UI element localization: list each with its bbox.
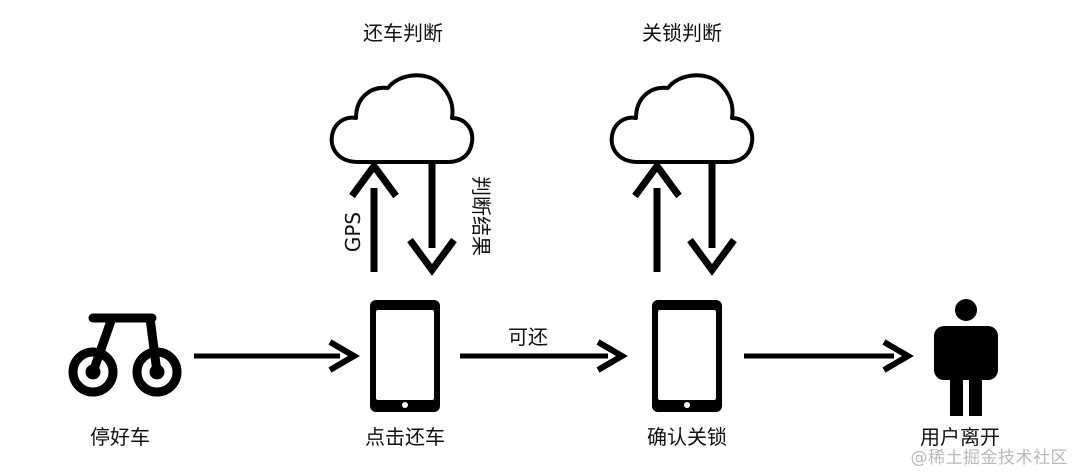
arrow-tap-to-confirm [460,339,628,373]
arrow-confirm-to-leave [744,339,914,373]
node-label-park: 停好车 [90,425,150,449]
arrow-park-to-tap [194,339,360,373]
watermark: @稀土掘金技术社区 [910,448,1068,468]
cloud-title-lock-check: 关锁判断 [642,21,722,45]
edge-label-can-return: 可还 [508,325,548,349]
edge-label-gps: GPS [341,212,365,252]
cloud-icon [609,73,755,164]
node-label-confirm-lock: 确认关锁 [647,425,727,449]
edge-label-judge-result: 判断结果 [469,176,493,256]
smartphone-icon [652,300,722,412]
node-label-leave: 用户离开 [920,425,1000,449]
lock-down-arrow [687,164,737,276]
person-icon [934,299,998,416]
bicycle-icon [68,313,182,397]
cloud-icon [329,73,475,164]
cloud-title-return-check: 还车判断 [363,21,443,45]
smartphone-icon [370,300,440,412]
lock-up-arrow [632,160,682,272]
result-down-arrow [407,164,457,276]
node-label-tap-return: 点击还车 [365,425,445,449]
gps-up-arrow [349,160,399,272]
